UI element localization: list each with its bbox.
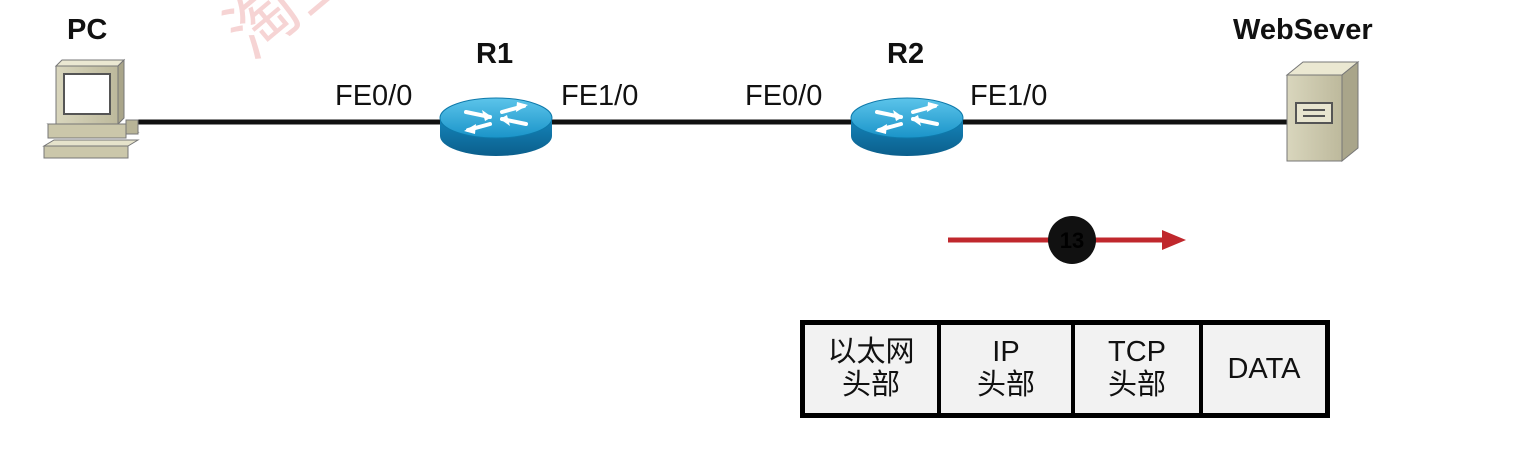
server-label: WebSever xyxy=(1233,14,1373,46)
r2-port-fe0-0: FE0/0 xyxy=(745,80,823,112)
web-server-icon xyxy=(1285,60,1360,163)
r1-label: R1 xyxy=(476,38,514,70)
router-r1-icon xyxy=(439,97,553,156)
packet-field-line1: IP xyxy=(992,336,1020,368)
r2-port-fe1-0: FE1/0 xyxy=(970,80,1048,112)
packet-field-line2: 头部 xyxy=(841,369,900,401)
packet-field-line1: 以太网 xyxy=(827,336,915,368)
r1-port-fe1-0: FE1/0 xyxy=(561,80,639,112)
packet-field-data: DATA xyxy=(1203,325,1325,413)
pc-icon xyxy=(42,58,140,159)
r1-port-fe0-0: FE0/0 xyxy=(335,80,413,112)
packet-field-ethernet-header: 以太网头部 xyxy=(805,325,941,413)
packet-field-line1: TCP xyxy=(1107,336,1166,368)
packet-field-line2: 头部 xyxy=(976,369,1035,401)
packet-field-line1: DATA xyxy=(1227,352,1301,385)
step-badge xyxy=(1048,216,1096,264)
step-number: 13 xyxy=(1060,228,1084,253)
router-r2-icon xyxy=(850,97,964,156)
pc-label: PC xyxy=(67,14,108,46)
packet-field-line2: 头部 xyxy=(1107,369,1166,401)
r2-label: R2 xyxy=(887,38,925,70)
